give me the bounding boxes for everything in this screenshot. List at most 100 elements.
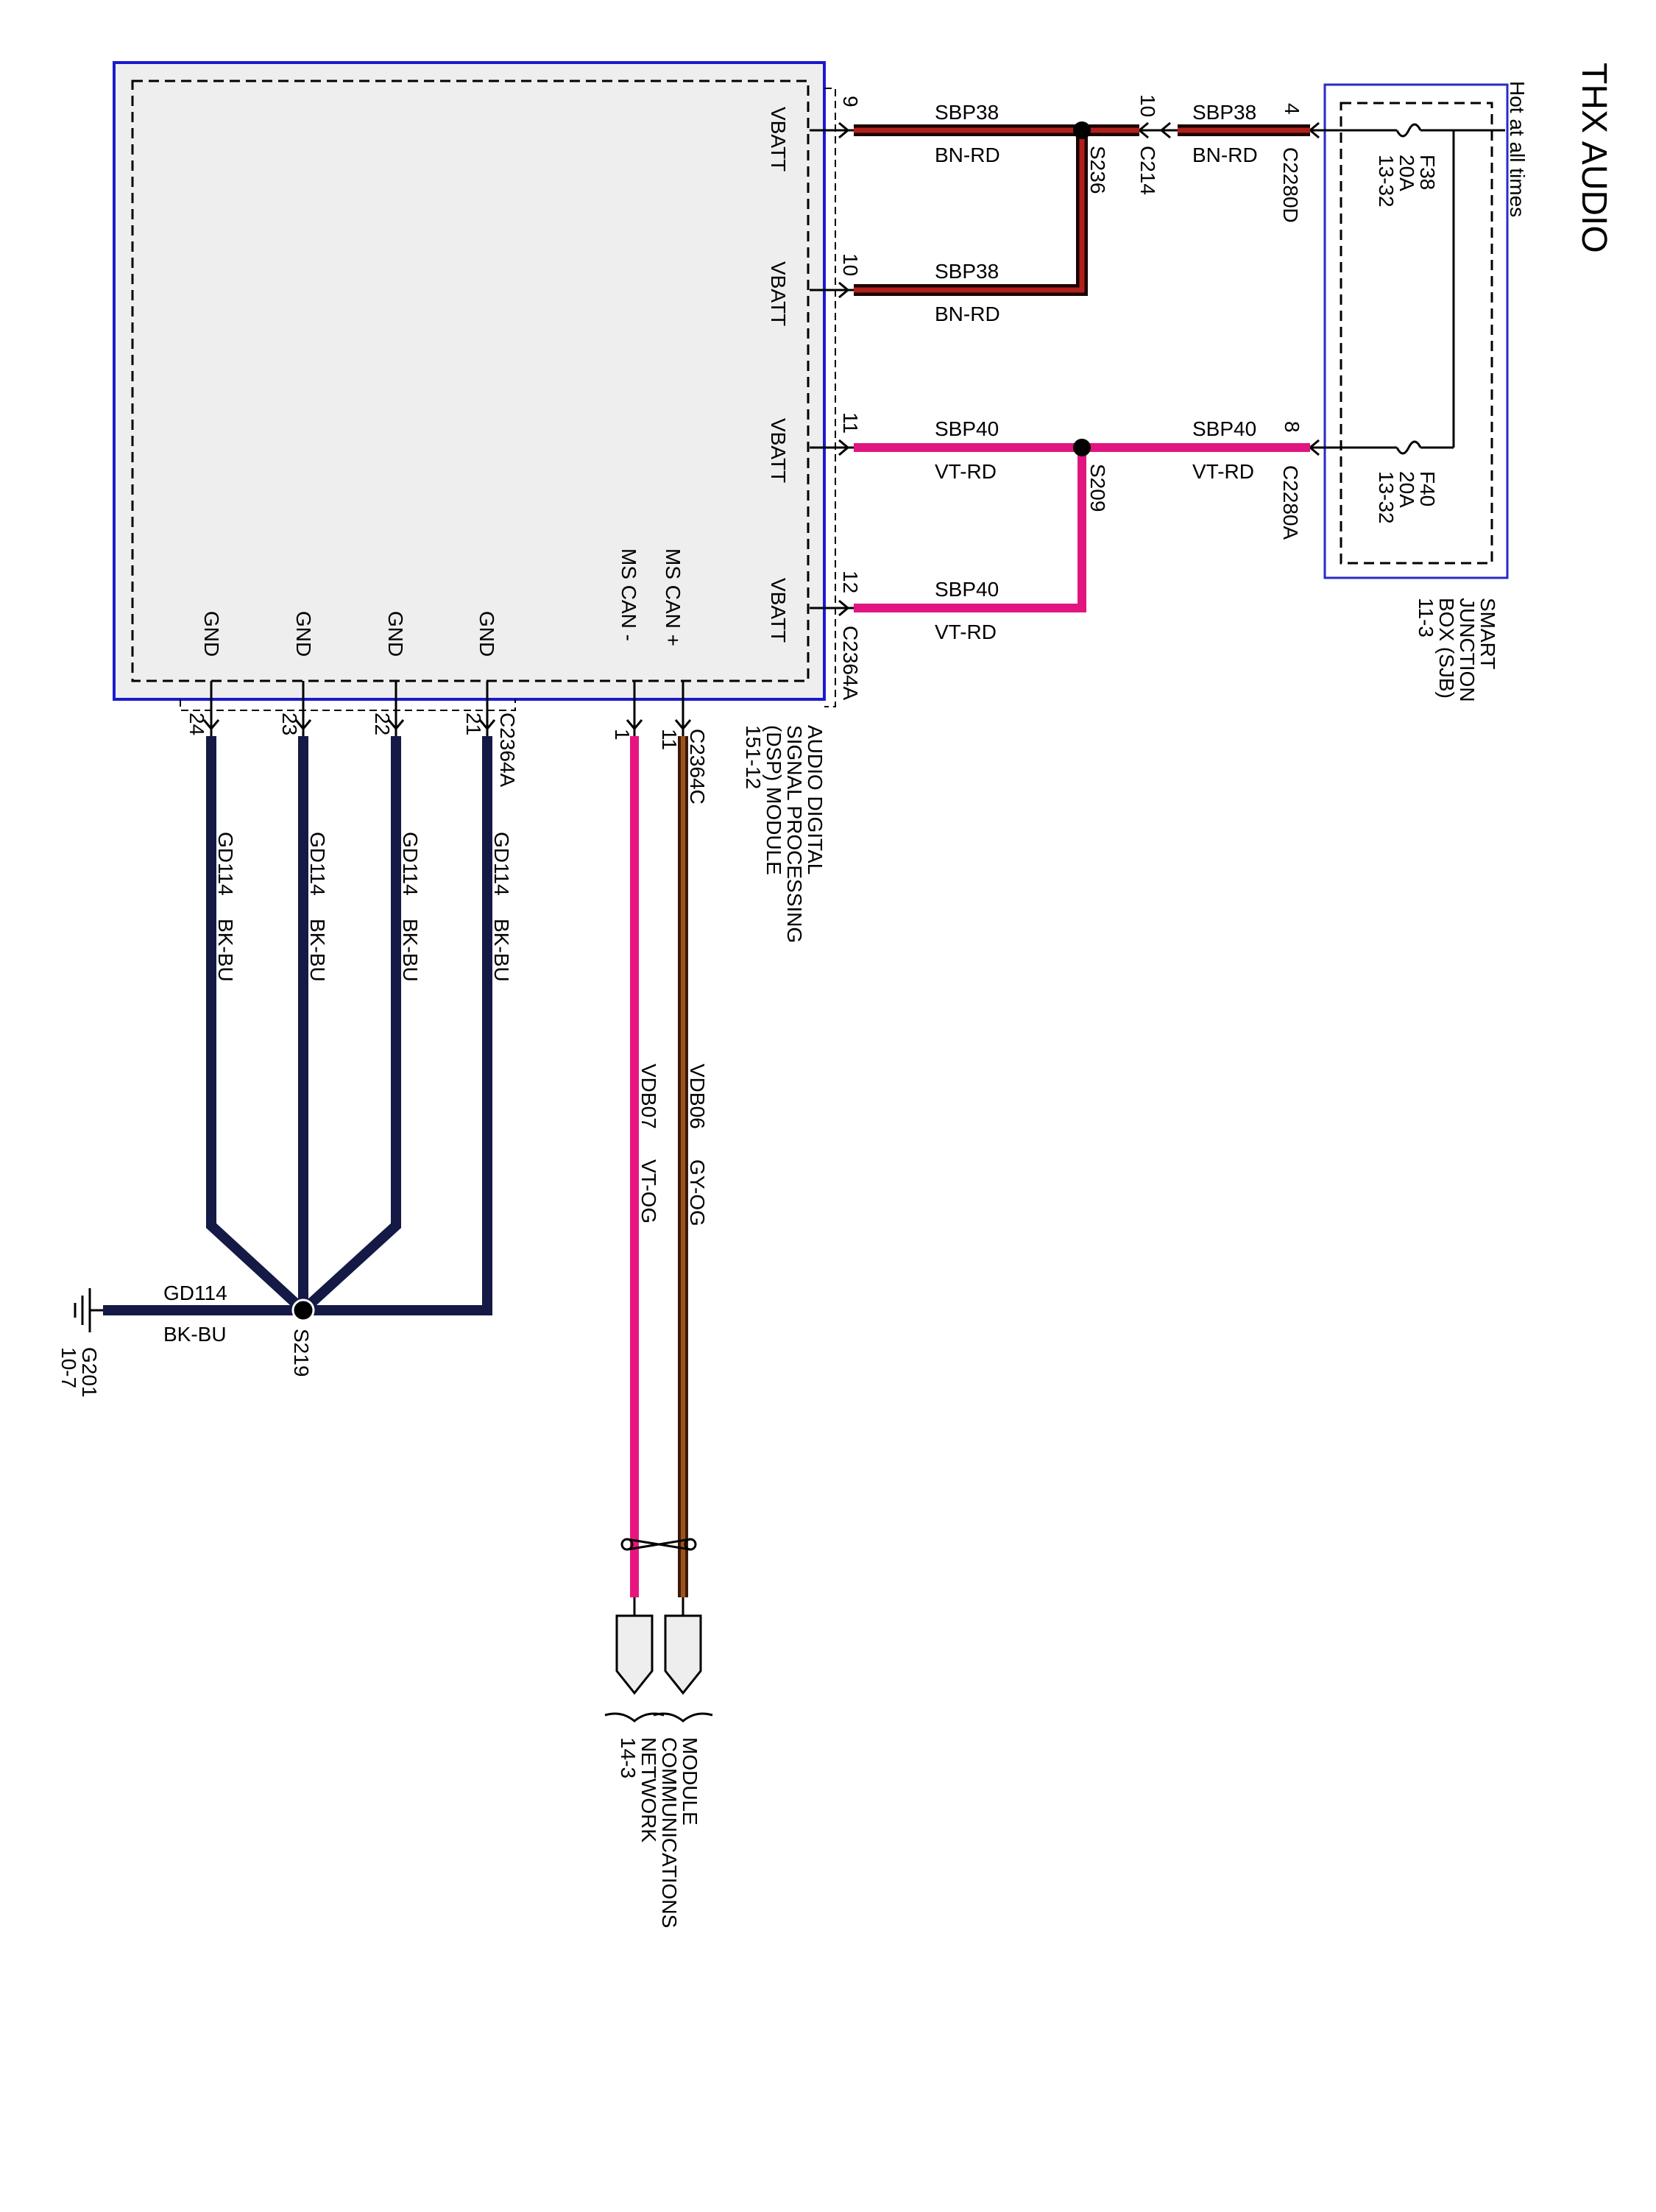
connector-c2364a-power-label: C2364A	[839, 626, 862, 701]
wire-sbp38-color-c: BN-RD	[935, 303, 1000, 325]
sjb-label-line1: SMART	[1476, 598, 1499, 670]
wire-sbp38-circuit-b: SBP38	[935, 101, 999, 124]
pin-vbatt-2: VBATT	[767, 261, 790, 326]
network-continuation-arrows	[604, 1614, 713, 1722]
wire-gd114-circuit-a: GD114	[490, 832, 513, 896]
network-arrow-vdb06-icon	[664, 1614, 702, 1695]
pin-vbatt-4: VBATT	[767, 578, 790, 643]
ground-pin-connectors	[202, 681, 496, 736]
wire-sbp38-circuit-a: SBP38	[1192, 101, 1256, 124]
connector-c2364a-gnd-outline	[180, 699, 516, 711]
can-pin-1: 1	[611, 729, 634, 741]
connector-c2280d: 4 C2280D	[1279, 103, 1320, 223]
wire-gd114-color-c: BK-BU	[306, 919, 329, 982]
gnd-pin-22: 22	[371, 713, 394, 735]
wire-gd114-circuit-c: GD114	[306, 832, 329, 896]
gnd-pin-23: 23	[278, 713, 301, 735]
fuse-f40-name: F40	[1416, 471, 1439, 506]
gnd-pin-21: 21	[462, 713, 485, 735]
wire-vdb07-circuit: VDB07	[637, 1064, 660, 1129]
wire-sbp40-color-a: VT-RD	[1192, 460, 1254, 483]
pin-ms-can-minus: MS CAN -	[618, 548, 640, 641]
network-label-line2: COMMUNICATIONS	[658, 1737, 681, 1928]
wire-sbp38-circuit-c: SBP38	[935, 260, 999, 283]
wire-gd114-circuit-b: GD114	[399, 832, 422, 896]
wire-sbp38-color-b: BN-RD	[935, 144, 1000, 166]
wire-sbp40	[824, 439, 1310, 612]
dsp-module-label-line4: 151-12	[742, 725, 765, 789]
network-label-line3: NETWORK	[637, 1737, 660, 1842]
smart-junction-box: F38 20A 13-32 F40 20A 13-32 SMART JUNCTI…	[1310, 83, 1509, 702]
sjb-pin-4: 4	[1281, 103, 1303, 115]
pin-ms-can-plus: MS CAN +	[662, 548, 684, 646]
pin-gnd-3: GND	[292, 611, 315, 657]
fuse-f38-icon	[1395, 123, 1422, 138]
wire-sbp40-circuit-b: SBP40	[935, 417, 999, 440]
wire-sbp40-color-c: VT-RD	[935, 621, 997, 643]
sjb-label-line2: JUNCTION	[1456, 598, 1479, 702]
wire-gd114	[90, 736, 492, 1322]
sjb-label-line4: 11-3	[1415, 598, 1437, 637]
dsp-module-label-line2: SIGNAL PROCESSING	[783, 725, 806, 943]
twisted-pair-icon	[620, 1538, 697, 1551]
wire-vdb06-circuit: VDB06	[686, 1064, 709, 1129]
pin-gnd-2: GND	[384, 611, 407, 657]
fuse-f40-ref: 13-32	[1375, 471, 1398, 524]
dsp-module-label-line3: (DSP) MODULE	[762, 725, 785, 875]
connector-c2364c-label: C2364C	[686, 729, 709, 805]
hot-at-all-times-label: Hot at all times	[1506, 81, 1529, 217]
splice-s236-dot	[1073, 121, 1091, 139]
wire-sbp38-color-a: BN-RD	[1192, 144, 1258, 166]
power-pin-connectors	[810, 121, 854, 617]
fuse-f40-rating: 20A	[1395, 471, 1418, 508]
connector-c2364a-power-outline	[824, 88, 836, 707]
splice-s219-dot	[291, 1298, 315, 1322]
pin-12: 12	[839, 570, 862, 593]
can-pin-11: 11	[658, 729, 681, 750]
fuse-f38-name: F38	[1416, 155, 1439, 190]
splice-s236-label: S236	[1086, 146, 1109, 194]
splice-s219-label: S219	[290, 1329, 313, 1377]
fuse-f38-ref: 13-32	[1375, 155, 1398, 208]
dsp-module-label-line1: AUDIO DIGITAL	[804, 725, 827, 874]
wire-gd114-circuit-d: GD114	[214, 832, 237, 896]
sjb-label-line3: BOX (SJB)	[1435, 598, 1458, 699]
wire-sbp38	[824, 121, 1310, 296]
wire-sbp40-color-b: VT-RD	[935, 460, 997, 483]
wire-sbp40-circuit-a: SBP40	[1192, 417, 1256, 440]
pin-vbatt-1: VBATT	[767, 107, 790, 172]
pin-gnd-1: GND	[475, 611, 498, 657]
pin-vbatt-3: VBATT	[767, 418, 790, 483]
splice-s209-label: S209	[1086, 464, 1109, 512]
network-label-line4: 14-3	[617, 1737, 640, 1778]
splice-s209-dot	[1073, 439, 1091, 456]
pin-11: 11	[839, 412, 862, 434]
wire-gd114-color-a: BK-BU	[490, 919, 513, 982]
ground-icon	[74, 1288, 91, 1332]
connector-c2280d-label: C2280D	[1279, 147, 1302, 223]
dsp-module	[113, 61, 826, 701]
connector-c2364a-gnd-label: C2364A	[496, 713, 519, 788]
can-connectors	[626, 681, 692, 736]
wire-gd114-color-e: BK-BU	[163, 1323, 227, 1346]
wire-sbp40-circuit-c: SBP40	[935, 578, 999, 601]
connector-c2280a-label: C2280A	[1279, 465, 1302, 540]
sjb-pin-8: 8	[1281, 421, 1303, 433]
fuse-f40-icon	[1395, 440, 1422, 455]
ground-g201-name: G201	[78, 1347, 101, 1398]
wire-gd114-color-b: BK-BU	[399, 919, 422, 982]
wire-vdb06-color: GY-OG	[686, 1159, 709, 1226]
ground-g201-ref: 10-7	[57, 1347, 80, 1388]
wire-gd114-circuit-e: GD114	[163, 1282, 227, 1304]
pin-10: 10	[839, 253, 862, 276]
network-label-line1: MODULE	[679, 1737, 701, 1826]
gnd-pin-24: 24	[185, 713, 208, 735]
wire-vdb07-color: VT-OG	[637, 1159, 660, 1223]
network-arrow-vdb07-icon	[615, 1614, 654, 1695]
pin-9: 9	[839, 96, 862, 107]
diagram-title: THX AUDIO	[1574, 63, 1613, 253]
connector-c214-label: C214	[1136, 146, 1159, 195]
connector-c2280a: 8 C2280A	[1279, 421, 1320, 540]
